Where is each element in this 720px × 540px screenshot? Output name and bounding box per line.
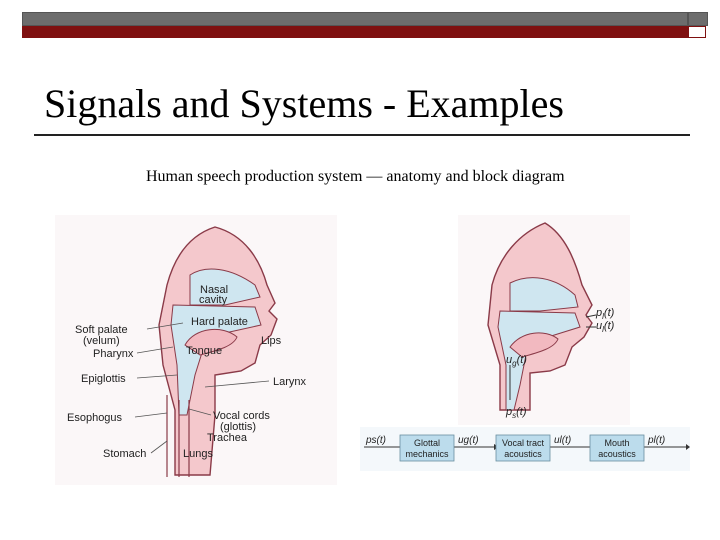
label-ul-t: ul(t) [596, 320, 615, 334]
block-2-line1: Vocal tract [502, 438, 545, 448]
label-ps-t: ps(t) [505, 406, 527, 420]
block-vocal-tract [495, 434, 551, 462]
speech-model-diagram: pl(t) ul(t) ug(t) ps(t) Glottal mechanic… [360, 215, 690, 471]
block-1-line1: Glottal [414, 438, 440, 448]
label-glottis: (glottis) [220, 421, 256, 433]
title-divider [34, 134, 690, 136]
slide-subtitle: Human speech production system — anatomy… [146, 168, 565, 185]
label-larynx: Larynx [273, 376, 307, 388]
label-tongue: Tongue [186, 345, 222, 357]
anatomy-diagram: Nasal cavity Hard palate Soft palate (ve… [55, 215, 337, 485]
block-3-line1: Mouth [604, 438, 629, 448]
label-trachea: Trachea [207, 432, 248, 444]
label-esophogus: Esophogus [67, 412, 123, 424]
label-epiglottis: Epiglottis [81, 373, 126, 385]
block-2-line2: acoustics [504, 449, 542, 459]
label-soft-palate: Soft palate [75, 324, 128, 336]
block-glottal [399, 434, 455, 462]
label-lips: Lips [261, 335, 282, 347]
label-cavity: cavity [199, 294, 228, 306]
gray-band [22, 12, 688, 26]
signal-ps: ps(t) [365, 435, 386, 446]
slide-title: Signals and Systems - Examples [44, 81, 564, 126]
label-pharynx: Pharynx [93, 348, 134, 360]
red-band [22, 26, 688, 38]
label-stomach: Stomach [103, 448, 146, 460]
label-velum: (velum) [83, 335, 120, 347]
label-hard-palate: Hard palate [191, 316, 248, 328]
label-ug-t: ug(t) [506, 354, 527, 368]
block-mouth [589, 434, 645, 462]
label-nasal: Nasal [200, 284, 228, 296]
label-lungs: Lungs [183, 448, 213, 460]
title-bar-decoration [22, 12, 710, 38]
signal-ug: ug(t) [458, 435, 479, 446]
label-vocal-cords: Vocal cords [213, 410, 270, 422]
block-3-line2: acoustics [598, 449, 636, 459]
block-1-line2: mechanics [405, 449, 449, 459]
signal-pl: pl(t) [647, 435, 665, 446]
label-pl-t: pl(t) [595, 307, 615, 321]
block-diagram: Glottal mechanics Vocal tract acoustics … [360, 427, 690, 471]
corner-squares [688, 12, 708, 38]
signal-ul: ul(t) [554, 435, 571, 446]
